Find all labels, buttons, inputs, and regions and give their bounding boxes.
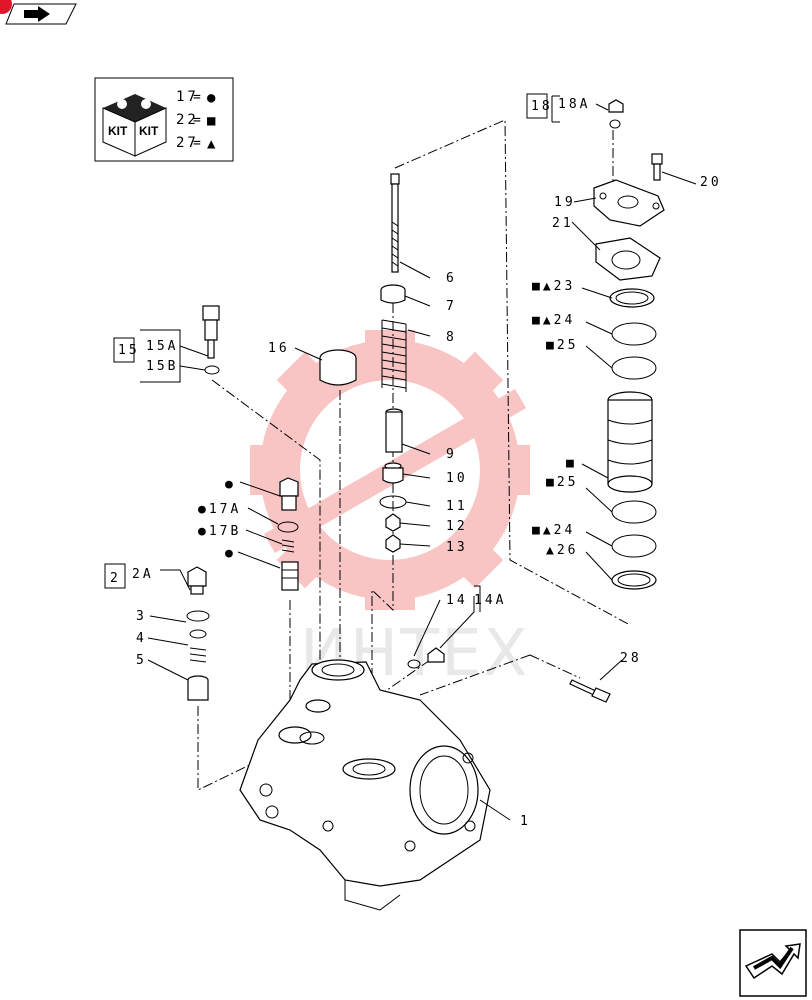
part-3b-washer (189, 629, 207, 639)
callout-19: 19 (554, 195, 576, 210)
svg-text:=: = (193, 113, 201, 128)
callout-23: ■▲23 (532, 279, 575, 294)
part-17c-valve (281, 561, 299, 591)
part-28-bolt (569, 679, 611, 703)
svg-text:=: = (193, 90, 201, 105)
callout-16: 16 (268, 341, 290, 356)
part-20-bolt (651, 153, 663, 181)
callout-9: 9 (446, 447, 457, 462)
part-18a-screw (608, 99, 624, 129)
callout-labels: 1 2 2A 3 4 5 6 7 8 9 10 11 12 13 14 14A … (110, 97, 722, 829)
kit-legend-symbol-27: ▲ (207, 136, 218, 152)
callout-5: 5 (136, 653, 147, 668)
part-8-spring (381, 319, 407, 392)
part-9-pin (385, 408, 403, 453)
next-page-arrow-icon[interactable] (739, 929, 807, 997)
part-3-seal (186, 610, 210, 622)
part-21-gasket (595, 237, 661, 281)
callout-15: 15 (118, 343, 140, 358)
callout-18: 18 (531, 99, 553, 114)
callout-20: 20 (700, 175, 722, 190)
callout-6: 6 (446, 271, 457, 286)
part-7-cap (380, 284, 406, 304)
part-14-seal (407, 659, 421, 669)
kit-legend-row-22: 22 (176, 112, 199, 128)
part-17a-seal (277, 521, 299, 533)
back-arrow-icon[interactable] (0, 0, 77, 25)
callout-2: 2 (110, 571, 121, 586)
svg-text:KIT: KIT (139, 124, 159, 138)
callout-4: 4 (136, 631, 147, 646)
callout-15a: 15A (146, 339, 178, 354)
part-12-nut (385, 513, 401, 532)
svg-text:=: = (193, 136, 201, 151)
part-4-spring (189, 647, 207, 663)
leader-lines (140, 95, 697, 821)
part-15a-valve (202, 305, 220, 359)
callout-17-dot: ● (225, 477, 236, 492)
callout-14: 14 (446, 593, 468, 608)
part-piston (607, 391, 653, 493)
callout-2a: 2A (132, 567, 154, 582)
callout-15b: 15B (146, 359, 178, 374)
callout-1: 1 (520, 814, 531, 829)
callout-14a: 14A (474, 593, 506, 608)
part-23-ring (609, 288, 655, 308)
part-26-ring (611, 570, 657, 590)
part-25b-oring (611, 500, 657, 524)
callout-17a: ●17A (198, 502, 241, 517)
callout-11: 11 (446, 499, 468, 514)
part-15b-seal (204, 365, 220, 375)
ref-box-15 (113, 337, 135, 363)
ref-box-2 (104, 563, 126, 589)
part-19-cover (593, 179, 665, 227)
ref-box-18 (526, 93, 548, 119)
callout-24b: ■▲24 (532, 523, 575, 538)
part-16-plug (319, 349, 357, 386)
callout-13: 13 (446, 540, 468, 555)
part-2a-plug (187, 566, 207, 595)
part-17-plug (279, 477, 299, 511)
callout-3: 3 (136, 609, 147, 624)
part-24-oring (611, 322, 657, 346)
callout-21: 21 (552, 216, 574, 231)
callout-8: 8 (446, 330, 457, 345)
callout-25b: ■25 (546, 475, 578, 490)
callout-18a: 18A (558, 97, 590, 112)
callout-10: 10 (446, 471, 468, 486)
callout-24: ■▲24 (532, 313, 575, 328)
callout-26: ▲26 (546, 543, 578, 558)
kit-legend-symbol-22: ■ (207, 113, 218, 129)
part-10-bushing (382, 462, 404, 484)
callout-25: ■25 (546, 338, 578, 353)
part-24b-oring (611, 534, 657, 558)
callout-12: 12 (446, 519, 468, 534)
callout-7: 7 (446, 299, 457, 314)
svg-text:KIT: KIT (108, 124, 128, 138)
kit-legend-symbol-17: ● (207, 90, 218, 106)
kit-box-icon: KIT KIT (102, 94, 167, 157)
kit-legend-row-27: 27 (176, 135, 199, 151)
part-6-bolt (390, 173, 400, 273)
kit-legend-row-17: 17 (176, 89, 199, 105)
part-13-nut (385, 534, 401, 553)
callout-17c-dot: ● (225, 546, 236, 561)
part-5-poppet (187, 675, 209, 701)
kit-legend: KIT KIT 17 = ● 22 = ■ 27 = ▲ (94, 77, 234, 162)
part-1-pump-housing (239, 659, 491, 911)
callout-17b: ●17B (198, 524, 241, 539)
callout-28: 28 (620, 651, 642, 666)
part-25-oring (611, 356, 657, 380)
callout-square: ■ (566, 456, 577, 471)
part-14a-plug (427, 647, 445, 663)
part-17b-spring (281, 539, 295, 553)
